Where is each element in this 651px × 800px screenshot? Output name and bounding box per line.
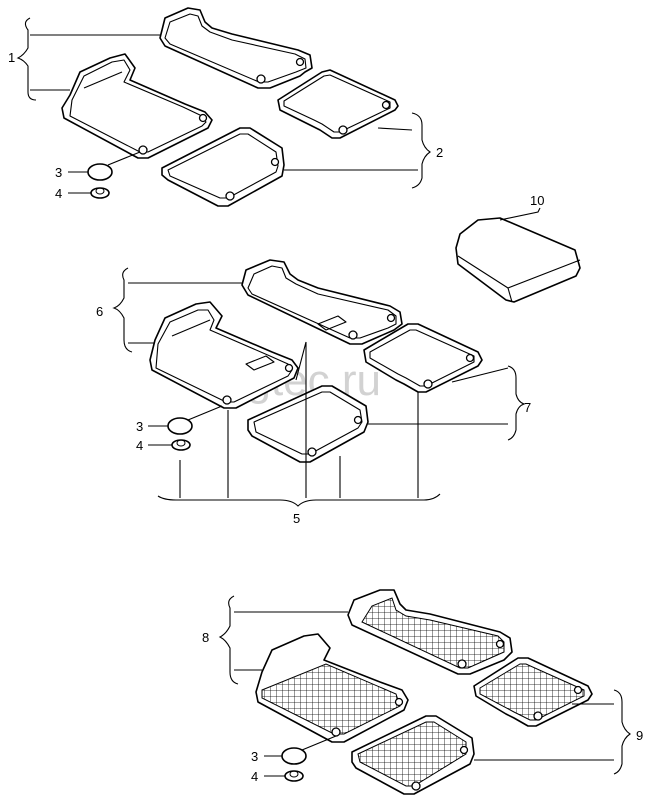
front-left-mat	[61, 53, 213, 159]
front-right-mat-velour	[241, 259, 403, 345]
callout-3-top: 3	[55, 165, 62, 180]
rear-right-mat-velour	[363, 323, 483, 393]
clip-base-part4-top	[90, 187, 110, 199]
rear-left-mat-rubber	[351, 715, 475, 795]
clip-cap-part3-top	[87, 163, 113, 181]
callout-3-middle: 3	[136, 419, 143, 434]
clip-base-part4-middle	[171, 439, 191, 451]
front-left-mat-velour	[149, 301, 299, 409]
callout-4-bottom: 4	[251, 769, 258, 784]
mat-set-standard-top: 1 2 3 4	[8, 7, 443, 207]
callout-1: 1	[8, 50, 15, 65]
callout-7: 7	[524, 400, 531, 415]
callout-9: 9	[636, 728, 643, 743]
callout-4-middle: 4	[136, 438, 143, 453]
callout-10: 10	[530, 193, 544, 208]
rear-right-mat	[277, 69, 399, 139]
callout-4-top: 4	[55, 186, 62, 201]
callout-8: 8	[202, 630, 209, 645]
trunk-mat-part10: 10	[455, 193, 581, 303]
mat-set-rubber-bottom: 8 9 3 4	[202, 589, 643, 795]
callout-6: 6	[96, 304, 103, 319]
clip-base-part4-bottom	[284, 770, 304, 782]
front-right-mat	[159, 7, 313, 89]
rear-left-mat	[161, 127, 285, 207]
callout-2: 2	[436, 145, 443, 160]
rear-left-mat-velour	[247, 385, 369, 463]
callout-5: 5	[293, 511, 300, 526]
front-left-mat-rubber	[255, 633, 409, 743]
rear-right-mat-rubber	[473, 657, 593, 727]
callout-3-bottom: 3	[251, 749, 258, 764]
front-right-mat-rubber	[347, 589, 513, 675]
mat-set-velour-middle: 6 7 5 3 4	[96, 259, 531, 526]
